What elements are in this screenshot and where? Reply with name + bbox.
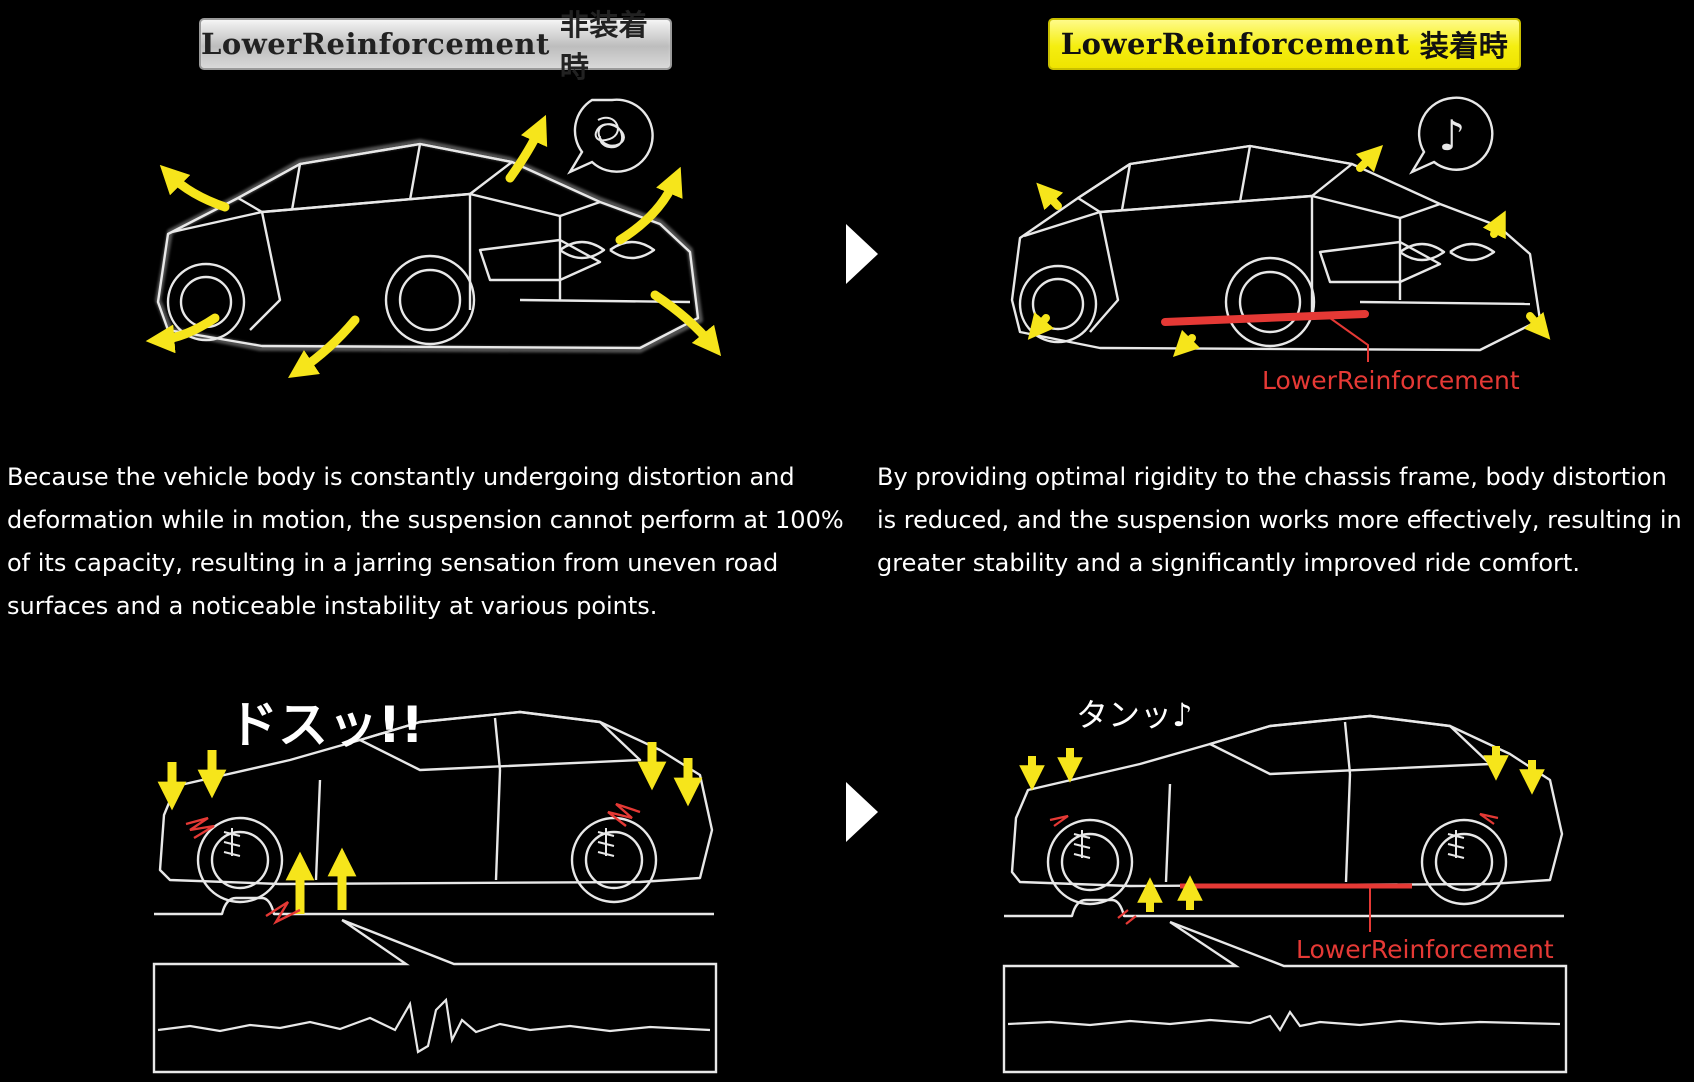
- sedan-with-reinforcement: [1010, 144, 1542, 352]
- coupe-without-reinforcement: [154, 710, 714, 916]
- stable-arrows: [1019, 746, 1545, 912]
- badge-suffix: 非装着時: [559, 8, 649, 84]
- music-note-speech-bubble: [1408, 96, 1494, 175]
- stable-arrows: [1027, 144, 1551, 358]
- badge-without-reinforcement: LowerReinforcement 非装着時: [199, 8, 672, 84]
- reinforcement-label: LowerReinforcement: [1296, 935, 1554, 964]
- badge-with-reinforcement: LowerReinforcement 装着時: [1048, 18, 1521, 70]
- smooth-onomatopoeia: タンッ♪: [1076, 696, 1192, 734]
- music-note-icon: ♪: [1439, 111, 1466, 160]
- badge-label: LowerReinforcement: [1060, 27, 1410, 61]
- reinforcement-bar: [1180, 883, 1412, 932]
- badge-suffix: 装着時: [1419, 29, 1509, 63]
- vibration-graph-without: [152, 918, 718, 1074]
- sedan-without-reinforcement: [155, 139, 703, 353]
- reinforcement-label: LowerReinforcement: [1262, 366, 1520, 395]
- scribble-speech-bubble: [566, 98, 654, 175]
- description-without-reinforcement: Because the vehicle body is constantly u…: [7, 463, 844, 620]
- distortion-arrows: [145, 114, 722, 378]
- reinforcement-bar: [1161, 310, 1369, 362]
- transition-arrow-icon: [846, 224, 878, 284]
- badge-label: LowerReinforcement: [201, 27, 550, 61]
- impact-arrows: [157, 742, 703, 914]
- shock-marks: [185, 802, 641, 925]
- transition-arrow-icon: [846, 782, 878, 842]
- description-with-reinforcement: By providing optimal rigidity to the cha…: [877, 463, 1682, 577]
- impact-onomatopoeia: ドスッ!!: [228, 696, 424, 754]
- vibration-graph-with: [1002, 920, 1568, 1074]
- shock-marks: [1049, 812, 1499, 925]
